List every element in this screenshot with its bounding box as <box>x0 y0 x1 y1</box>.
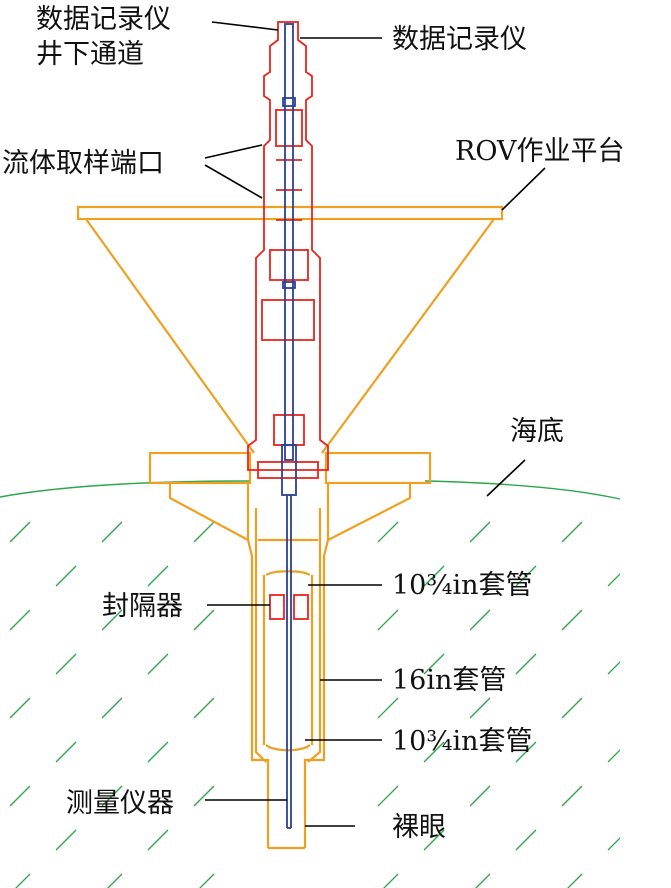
hatch-mark <box>101 697 123 719</box>
hatch-mark <box>9 521 31 543</box>
hatch-mark <box>147 829 169 851</box>
hatch-mark <box>101 609 123 631</box>
hatch-mark <box>9 697 31 719</box>
hatch-mark <box>423 829 445 851</box>
hatch-mark <box>423 741 445 763</box>
hatch-mark <box>55 565 77 587</box>
hatch-mark <box>377 697 399 719</box>
hatch-mark <box>377 609 399 631</box>
hatch-mark <box>9 785 31 807</box>
seabed-line <box>0 480 621 500</box>
label-open-hole: 裸眼 <box>392 812 446 843</box>
hatch-mark <box>469 873 491 888</box>
seabed-sediment-hatching <box>9 521 620 888</box>
hatch-mark <box>469 521 491 543</box>
hatch-mark <box>515 741 537 763</box>
label-casing-16: 16in套管 <box>392 665 506 696</box>
label-casing-10-3-4-lower: 10¾in套管 <box>392 726 533 757</box>
hatch-mark <box>561 785 583 807</box>
hatch-mark <box>377 785 399 807</box>
label-rov-platform: ROV作业平台 <box>455 136 625 167</box>
label-fluid-sampling-port: 流体取样端口 <box>2 148 164 179</box>
hatch-mark <box>469 785 491 807</box>
leader-lines <box>204 21 546 827</box>
hatch-mark <box>193 785 215 807</box>
casing-strings <box>246 483 330 850</box>
hatch-mark <box>515 829 537 851</box>
hatch-mark <box>607 741 620 763</box>
label-seabed: 海底 <box>510 416 564 447</box>
hatch-mark <box>607 653 620 675</box>
labels: 数据记录仪 井下通道 数据记录仪 流体取样端口 ROV作业平台 海底 封隔器 1… <box>2 4 625 843</box>
rov-platform <box>76 205 504 541</box>
hatch-mark <box>9 609 31 631</box>
hatch-mark <box>55 653 77 675</box>
hatch-mark <box>147 653 169 675</box>
hatch-mark <box>515 653 537 675</box>
hatch-mark <box>423 565 445 587</box>
hatch-mark <box>561 697 583 719</box>
label-packer: 封隔器 <box>102 591 183 622</box>
hatch-mark <box>607 829 620 851</box>
instrument-string <box>281 23 297 829</box>
hatch-mark <box>607 565 620 587</box>
hatch-mark <box>193 697 215 719</box>
hatch-mark <box>469 697 491 719</box>
label-data-logger-channel-line2: 井下通道 <box>36 39 144 70</box>
label-data-logger: 数据记录仪 <box>392 24 527 55</box>
hatch-mark <box>193 609 215 631</box>
wellhead-assembly <box>247 21 329 479</box>
hatch-mark <box>193 521 215 543</box>
hatch-mark <box>193 873 215 888</box>
hatch-mark <box>377 873 399 888</box>
hatch-mark <box>561 609 583 631</box>
hatch-mark <box>101 521 123 543</box>
hatch-mark <box>377 521 399 543</box>
packer <box>269 594 309 620</box>
hatch-mark <box>561 873 583 888</box>
hatch-mark <box>9 873 31 888</box>
label-measuring-instrument: 测量仪器 <box>66 788 174 819</box>
hatch-mark <box>101 785 123 807</box>
hatch-mark <box>147 565 169 587</box>
hatch-mark <box>561 521 583 543</box>
hatch-mark <box>55 741 77 763</box>
hatch-mark <box>101 873 123 888</box>
hatch-mark <box>147 741 169 763</box>
hatch-mark <box>515 565 537 587</box>
label-data-logger-channel-line1: 数据记录仪 <box>36 4 171 35</box>
label-casing-10-3-4-upper: 10¾in套管 <box>392 570 533 601</box>
hatch-mark <box>423 653 445 675</box>
hatch-mark <box>55 829 77 851</box>
hatch-mark <box>469 609 491 631</box>
